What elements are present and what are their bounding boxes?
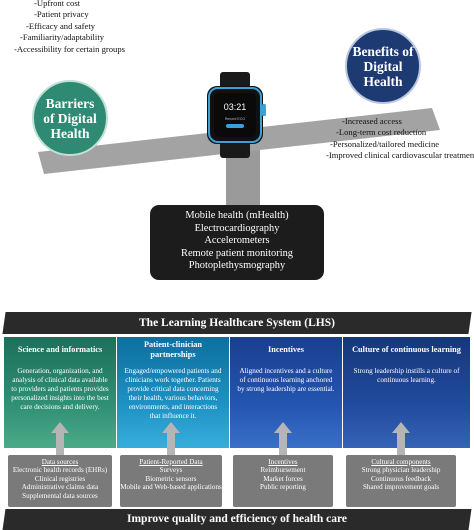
column-heading: Incentives: [268, 345, 304, 354]
column-heading: Science and informatics: [17, 345, 103, 354]
up-arrow-icon: [274, 422, 292, 456]
benefit-item: -Increased access: [342, 116, 402, 126]
source-title: Cultural components: [371, 458, 431, 466]
source-item: Biometric sensors: [145, 474, 197, 483]
technology-item: Photoplethysmography: [188, 260, 286, 272]
barrier-item: -Patient privacy: [34, 9, 89, 20]
up-arrows: [51, 422, 410, 456]
barrier-item: -Upfront cost: [34, 0, 81, 8]
barriers-title-line: Health: [50, 125, 90, 141]
fulcrum-stem: [226, 150, 260, 208]
data-sources-box: Data sources Electronic health records (…: [8, 455, 112, 507]
benefits-list: -Increased access -Long-term cost reduct…: [326, 116, 474, 162]
source-item: Administrative claims data: [21, 483, 99, 492]
source-item: Electronic health records (EHRs): [12, 466, 108, 475]
lhs-title: The Learning Healthcare System (LHS): [139, 317, 335, 329]
benefit-item: -Long-term cost reduction: [336, 127, 427, 138]
column-body: Aligned incentives and a culture of cont…: [237, 367, 335, 393]
watch-time: 03:21: [224, 102, 247, 112]
technology-item: Accelerometers: [204, 235, 270, 247]
column-body: Generation, organization, and analysis o…: [11, 367, 109, 411]
source-item: Strong physician leadership: [361, 466, 441, 475]
column-heading: Patient-clinician partnerships: [143, 340, 203, 359]
source-item: Reimbursement: [260, 466, 306, 475]
benefits-circle: Benefits of Digital Health: [345, 28, 421, 104]
footer-title: Improve quality and efficiency of health…: [127, 513, 347, 525]
source-item: Surveys: [159, 466, 183, 475]
source-title: Data sources: [41, 458, 79, 466]
benefits-title-line: Health: [363, 73, 403, 89]
cultural-components-box: Cultural components Strong physician lea…: [346, 455, 456, 507]
barrier-item: -Accessibility for certain groups: [14, 43, 125, 54]
source-item: Clinical registries: [34, 474, 86, 483]
patient-reported-data-box: Patient-Reported Data Surveys Biometric …: [120, 455, 222, 507]
column-heading: Culture of continuous learning: [352, 345, 461, 354]
source-item: Supplemental data sources: [22, 491, 98, 500]
benefit-item: -Personalized/tailored medicine: [330, 138, 440, 149]
benefit-item: -Improved clinical cardiovascular treatm…: [326, 150, 474, 161]
benefits-title-line: Benefits of: [352, 43, 414, 59]
up-arrow-icon: [162, 422, 180, 456]
technology-item: Electrocardiography: [194, 222, 280, 234]
lhs-title-banner: The Learning Healthcare System (LHS): [2, 312, 472, 334]
footer-banner: Improve quality and efficiency of health…: [2, 509, 472, 530]
benefits-title-line: Digital: [363, 58, 403, 74]
incentives-box: Incentives Reimbursement Market forces P…: [233, 455, 333, 507]
technology-item: Remote patient monitoring: [181, 247, 293, 259]
up-arrow-icon: [51, 422, 69, 456]
barriers-title-line: of Digital: [43, 110, 97, 126]
smartwatch-icon: 03:21 Record ECG: [207, 72, 266, 158]
column-body: Strong leadership instills a culture of …: [353, 367, 460, 384]
watch-subtitle: Record ECG: [225, 117, 246, 121]
barrier-item: -Efficacy and safety: [26, 20, 96, 31]
up-arrow-icon: [392, 422, 410, 456]
technology-item: Mobile health (mHealth): [185, 210, 289, 221]
barrier-item: -Familiarity/adaptability: [20, 32, 105, 43]
source-item: Shared improvement goals: [362, 483, 440, 492]
source-item: Mobile and Web-based applications: [120, 483, 222, 492]
digital-health-technologies-box: Mobile health (mHealth) Electrocardiogra…: [150, 205, 324, 280]
source-title: Incentives: [268, 458, 298, 466]
column-body: Engaged/empowered patients and clinician…: [124, 367, 222, 420]
source-item: Market forces: [263, 474, 303, 483]
source-item: Continuous feedback: [370, 474, 432, 483]
source-title: Patient-Reported Data: [139, 458, 203, 466]
barriers-title-line: Barriers: [45, 95, 95, 111]
source-item: Public reporting: [260, 483, 306, 492]
barriers-circle: Barriers of Digital Health: [32, 80, 108, 156]
barriers-list: -Upfront cost -Patient privacy -Efficacy…: [12, 0, 162, 55]
seesaw-graphic: 03:21 Record ECG: [38, 72, 440, 208]
